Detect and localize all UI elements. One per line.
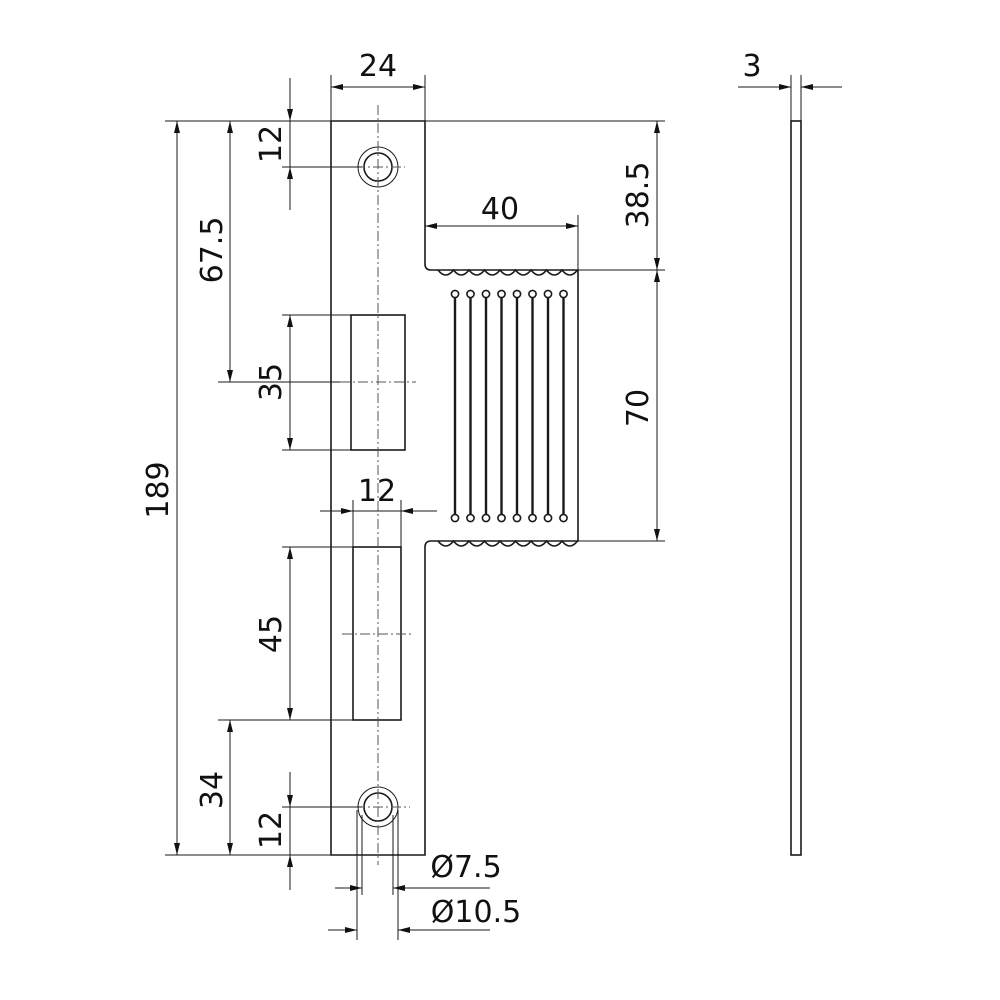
teeth-row xyxy=(437,268,579,276)
slot xyxy=(559,289,568,523)
slot xyxy=(543,289,553,523)
slot xyxy=(450,289,460,523)
dimension-lines xyxy=(174,78,842,933)
dim-hole-inner-diameter: Ø7.5 xyxy=(430,850,501,885)
dim-bottom-hole-offset: 12 xyxy=(254,811,289,849)
dim-hole-outer-diameter: Ø10.5 xyxy=(431,895,521,930)
dim-upper-opening-pos: 67.5 xyxy=(195,217,230,284)
dim-lower-opening-pos: 34 xyxy=(195,771,230,809)
dim-thickness: 3 xyxy=(742,49,761,84)
slot xyxy=(512,289,522,523)
dim-top-hole-offset: 12 xyxy=(254,125,289,163)
dim-upper-opening-height: 35 xyxy=(254,363,289,401)
dim-plate-width: 24 xyxy=(359,49,397,84)
slot xyxy=(528,289,537,523)
dim-wing-width: 40 xyxy=(481,192,519,227)
dim-total-height: 189 xyxy=(141,461,176,518)
slot xyxy=(481,289,491,523)
center-lines xyxy=(340,105,416,865)
slot xyxy=(466,289,475,523)
wing-teeth xyxy=(437,268,579,547)
teeth-row xyxy=(437,539,579,547)
dim-opening-width: 12 xyxy=(358,474,396,509)
slot xyxy=(497,289,506,523)
dim-wing-offset: 38.5 xyxy=(621,162,656,229)
wing-slots xyxy=(450,289,568,523)
extension-lines xyxy=(165,75,802,940)
dim-wing-height: 70 xyxy=(621,389,656,427)
dim-lower-opening-height: 45 xyxy=(254,615,289,653)
side-view-plate xyxy=(790,120,802,856)
